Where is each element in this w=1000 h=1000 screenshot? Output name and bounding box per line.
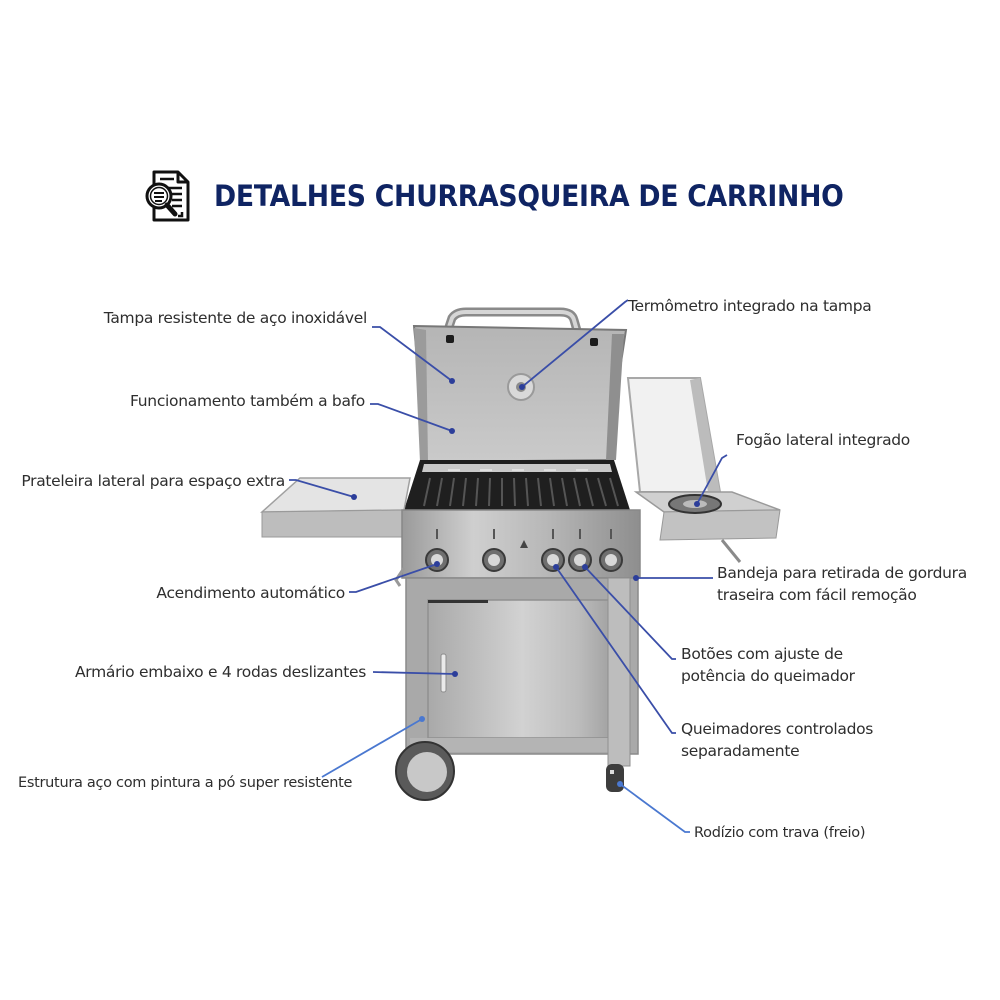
callout-auto-ignition: Acendimento automático: [156, 584, 345, 602]
control-panel: [394, 509, 641, 587]
callout-cabinet-wheels: Armário embaixo e 4 rodas deslizantes: [75, 663, 366, 681]
callout-independent-burners: Queimadores controlados separadamente: [681, 720, 874, 760]
callout-indirect-cooking: Funcionamento também a bafo: [130, 392, 365, 410]
caster-wheel: [606, 764, 624, 792]
page-title: DETALHES CHURRASQUEIRA DE CARRINHO: [214, 179, 844, 213]
side-burner-shelf: [626, 377, 781, 563]
callout-grease-tray: Bandeja para retirada de gordura traseir…: [717, 564, 967, 604]
grill-grate: [404, 460, 630, 510]
left-side-shelf: [260, 477, 411, 538]
burner-knob[interactable]: [541, 548, 565, 572]
lid-handle: [443, 307, 583, 339]
cabinet-door: [427, 599, 617, 739]
callout-steel-structure: Estrutura aço com pintura a pó super res…: [18, 775, 353, 791]
callout-thermometer: Termômetro integrado na tampa: [628, 297, 872, 315]
cart-cabinet: [405, 577, 639, 767]
large-wheel: [395, 741, 455, 801]
callout-lid: Tampa resistente de aço inoxidável: [103, 309, 368, 327]
grill-lid: [412, 324, 628, 464]
callout-dots: [351, 378, 700, 787]
callout-side-burner: Fogão lateral integrado: [736, 431, 910, 449]
callout-lines-light: [321, 718, 690, 833]
callout-locking-caster: Rodízio com trava (freio): [694, 825, 866, 841]
burner-knob[interactable]: [425, 548, 449, 572]
burner-knob[interactable]: [482, 548, 506, 572]
callout-lines: [289, 299, 728, 734]
callout-control-knobs: Botões com ajuste de potência do queimad…: [681, 645, 855, 685]
page-header: DETALHES CHURRASQUEIRA DE CARRINHO: [138, 164, 898, 228]
callout-side-shelf: Prateleira lateral para espaço extra: [21, 472, 285, 490]
document-search-icon: [145, 170, 190, 222]
burner-knob[interactable]: [599, 548, 623, 572]
